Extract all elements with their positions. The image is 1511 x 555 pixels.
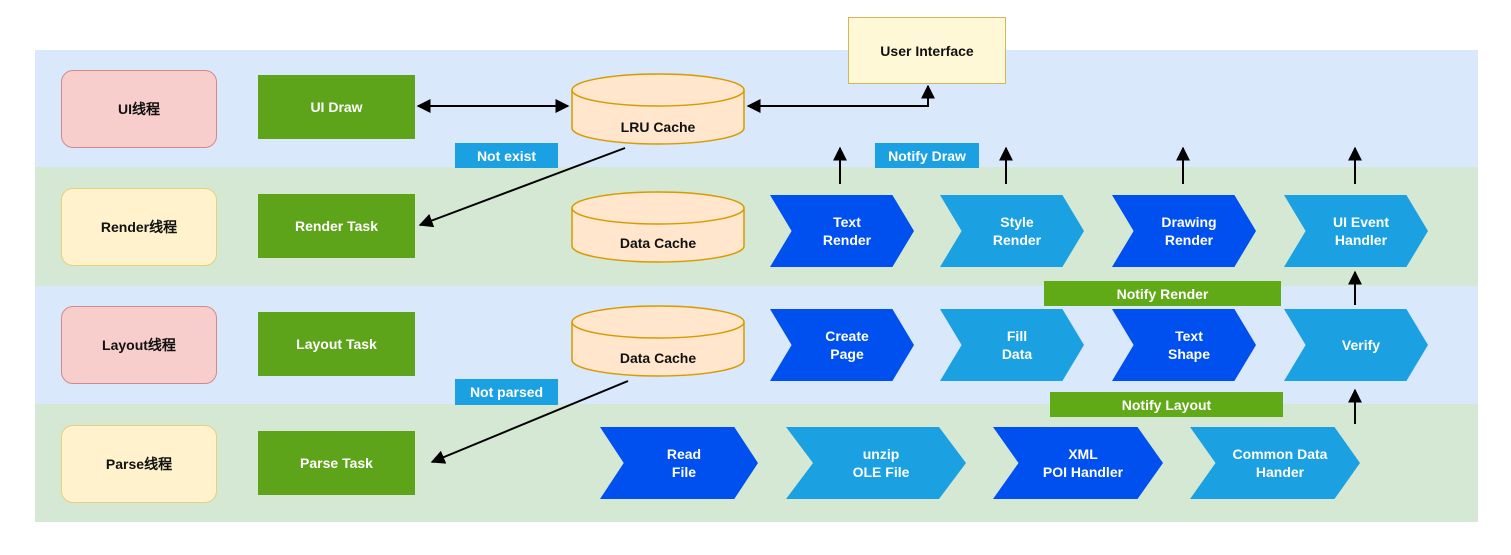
label-not-exist: Not exist <box>455 143 558 168</box>
layout-data-cache-cylinder <box>571 305 745 377</box>
lru-cache-label: LRU Cache <box>620 119 696 135</box>
label-notify-draw: Notify Draw <box>875 143 979 168</box>
user-interface-box: User Interface <box>848 17 1006 84</box>
render-data-cache-label: Data Cache <box>619 235 697 251</box>
thread-render: Render线程 <box>61 188 217 266</box>
chevron-verify: Verify <box>1284 309 1428 381</box>
arrow-layoutcache-parse-task <box>430 380 629 464</box>
task-ui-draw: UI Draw <box>258 75 415 139</box>
task-render: Render Task <box>258 194 415 258</box>
bar-notify-layout: Notify Layout <box>1050 392 1283 417</box>
bar-notify-render: Notify Render <box>1044 281 1281 306</box>
arrow-lru-render-task <box>418 147 626 228</box>
thread-ui: UI线程 <box>61 70 217 148</box>
thread-parse: Parse线程 <box>61 425 217 503</box>
thread-layout: Layout线程 <box>61 306 217 384</box>
arrow-lru-userinterface <box>746 84 935 113</box>
label-not-parsed: Not parsed <box>455 379 558 405</box>
task-parse: Parse Task <box>258 431 415 495</box>
lru-cache-cylinder <box>571 73 745 145</box>
task-layout: Layout Task <box>258 312 415 376</box>
render-data-cache-cylinder <box>571 191 745 263</box>
layout-data-cache-label: Data Cache <box>619 350 697 366</box>
